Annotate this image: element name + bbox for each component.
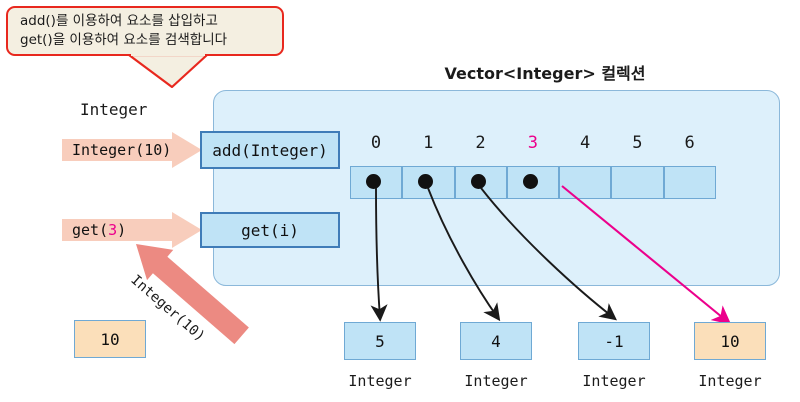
element-dot (522, 174, 538, 189)
object-box-0: 5 (344, 322, 416, 360)
add-method-label: add(Integer) (212, 140, 328, 160)
add-input-arrow: Integer(10) (62, 132, 202, 168)
object-label-1: Integer (464, 372, 528, 390)
get-arrow-label: get(3) (62, 212, 202, 248)
object-box-3: 10 (694, 322, 766, 360)
vector-cell-3[interactable] (506, 166, 560, 199)
get-arrow-label-suffix: ) (117, 221, 127, 239)
get-arrow-label-prefix: get( (72, 221, 109, 239)
vector-cell-2[interactable] (454, 166, 507, 199)
vector-index-6: 6 (684, 133, 695, 153)
vector-index-5: 5 (632, 133, 643, 153)
vector-cell-0[interactable] (350, 166, 403, 199)
object-label-0: Integer (348, 372, 412, 390)
result-value-box: 10 (74, 320, 146, 358)
add-method-box[interactable]: add(Integer) (200, 131, 340, 169)
vector-cell-5[interactable] (611, 166, 664, 199)
vector-array (350, 166, 716, 199)
bubble-line-2: get()을 이용하여 요소를 검색합니다 (20, 32, 228, 48)
speech-bubble-tail (128, 54, 208, 88)
object-label-3: Integer (698, 372, 762, 390)
get-method-label: get(i) (241, 220, 299, 240)
element-dot (470, 174, 486, 189)
vector-index-1: 1 (423, 133, 434, 153)
get-arrow-label-index: 3 (108, 221, 118, 239)
bubble-line-1: add()를 이용하여 요소를 삽입하고 (20, 13, 218, 29)
element-dot (366, 174, 381, 189)
vector-cell-1[interactable] (402, 166, 455, 199)
integer-caption: Integer (80, 100, 148, 119)
vector-index-2: 2 (475, 133, 486, 153)
speech-bubble: add()를 이용하여 요소를 삽입하고 get()을 이용하여 요소를 검색합… (6, 6, 284, 56)
object-label-2: Integer (582, 372, 646, 390)
get-method-box[interactable]: get(i) (200, 212, 340, 248)
vector-cell-4[interactable] (559, 166, 612, 199)
panel-title: Vector<Integer> 컬렉션 (444, 64, 646, 83)
add-arrow-label: Integer(10) (72, 141, 172, 159)
element-dot (418, 174, 434, 189)
get-input-arrow: get(3) (62, 212, 202, 248)
vector-index-3: 3 (527, 133, 538, 153)
vector-index-4: 4 (579, 133, 591, 153)
object-box-2: -1 (578, 322, 650, 360)
vector-cell-6[interactable] (663, 166, 716, 199)
object-box-1: 4 (460, 322, 532, 360)
vector-index-0: 0 (370, 133, 382, 153)
result-value: 10 (100, 329, 120, 349)
